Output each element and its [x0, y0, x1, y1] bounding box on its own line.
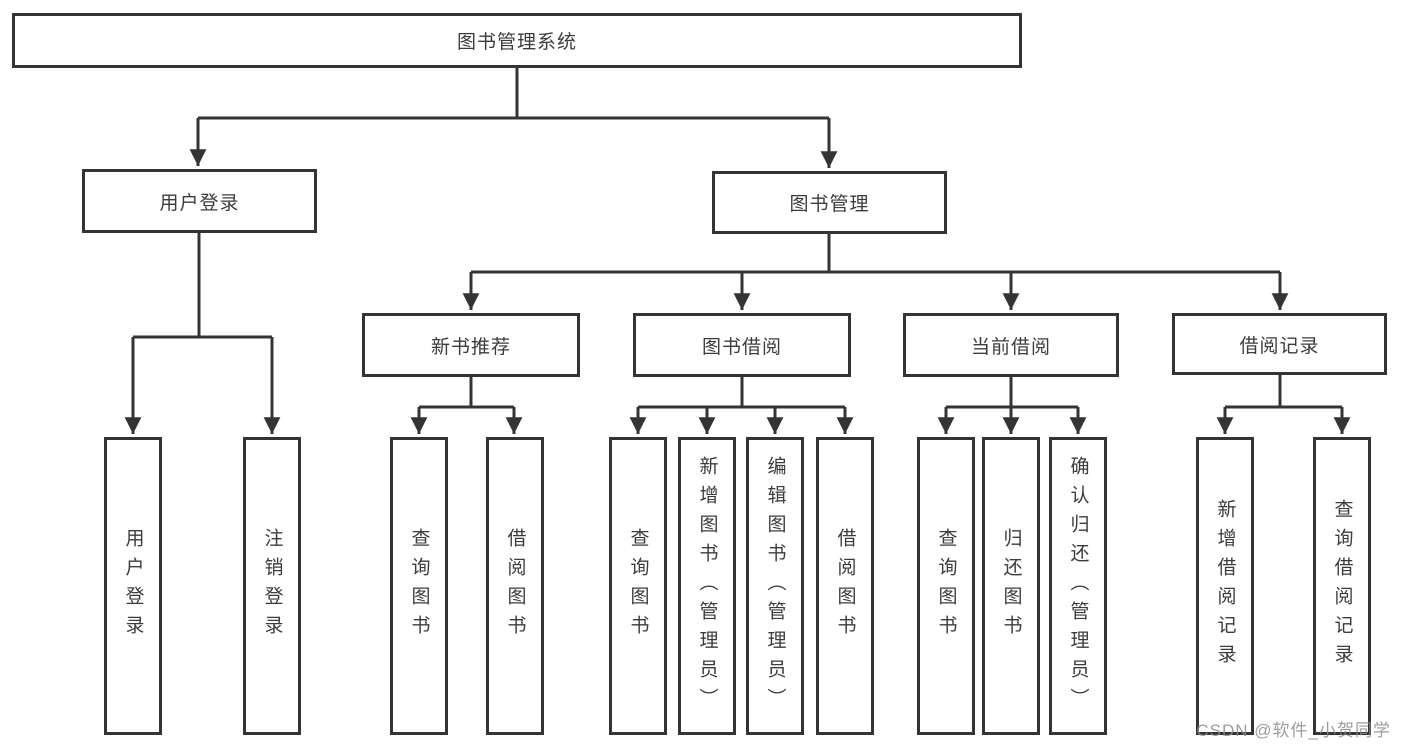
leaf-query-books-recommend-label: 查询图书 — [408, 528, 430, 644]
node-current-borrowing-label: 当前借阅 — [970, 336, 1051, 358]
leaf-query-books-current: 查询图书 — [917, 437, 975, 735]
leaf-borrow-books-recommend-label: 借阅图书 — [504, 528, 526, 644]
leaf-borrow-books-borrowing: 借阅图书 — [816, 437, 874, 735]
node-book-borrowing-label: 图书借阅 — [701, 336, 782, 358]
node-new-book-recommend: 新书推荐 — [362, 313, 580, 377]
leaf-add-books-admin-label: 新增图书（管理员） — [696, 455, 718, 717]
leaf-edit-books-admin-label: 编辑图书（管理员） — [764, 455, 786, 717]
csdn-watermark: CSDN @软件_小贺同学 — [1196, 721, 1391, 740]
node-new-book-recommend-label: 新书推荐 — [430, 336, 511, 358]
leaf-return-books: 归还图书 — [982, 437, 1040, 735]
leaf-query-books-borrowing: 查询图书 — [609, 437, 667, 735]
leaf-user-login-label: 用户登录 — [122, 528, 144, 644]
leaf-query-books-recommend: 查询图书 — [390, 437, 448, 735]
node-book-management-label: 图书管理 — [789, 194, 870, 215]
leaf-borrow-books-recommend: 借阅图书 — [486, 437, 544, 735]
leaf-query-borrow-record: 查询借阅记录 — [1313, 437, 1371, 735]
leaf-confirm-return-admin: 确认归还（管理员） — [1049, 437, 1107, 735]
node-current-borrowing: 当前借阅 — [903, 313, 1119, 377]
leaf-logout-label: 注销登录 — [261, 528, 283, 644]
node-borrowing-records: 借阅记录 — [1172, 313, 1387, 375]
leaf-edit-books-admin: 编辑图书（管理员） — [746, 437, 804, 735]
leaf-add-borrow-record-label: 新增借阅记录 — [1214, 499, 1236, 673]
leaf-query-borrow-record-label: 查询借阅记录 — [1331, 499, 1353, 673]
leaf-confirm-return-admin-label: 确认归还（管理员） — [1067, 455, 1089, 717]
node-book-borrowing: 图书借阅 — [633, 313, 851, 377]
leaf-query-books-borrowing-label: 查询图书 — [627, 528, 649, 644]
node-root-system: 图书管理系统 — [12, 13, 1022, 68]
node-borrowing-records-label: 借阅记录 — [1239, 335, 1320, 357]
leaf-add-books-admin: 新增图书（管理员） — [678, 437, 736, 735]
leaf-return-books-label: 归还图书 — [1000, 528, 1022, 644]
node-user-login: 用户登录 — [82, 169, 317, 233]
node-book-management: 图书管理 — [712, 171, 947, 234]
node-root-label: 图书管理系统 — [456, 32, 577, 53]
node-user-login-label: 用户登录 — [159, 192, 240, 214]
leaf-logout: 注销登录 — [243, 437, 301, 735]
leaf-user-login: 用户登录 — [104, 437, 162, 735]
leaf-borrow-books-borrowing-label: 借阅图书 — [834, 528, 856, 644]
leaf-add-borrow-record: 新增借阅记录 — [1196, 437, 1254, 735]
leaf-query-books-current-label: 查询图书 — [935, 528, 957, 644]
